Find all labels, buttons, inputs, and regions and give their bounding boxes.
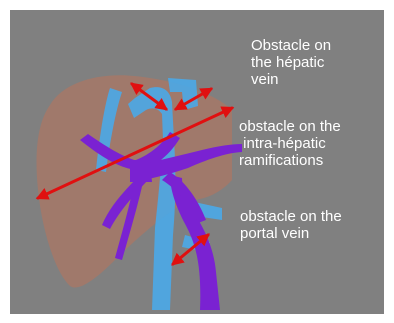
label-hepatic-line-2: the hépatic xyxy=(251,54,331,71)
label-hepatic-line-3: vein xyxy=(251,71,331,88)
label-hepatic-line-1: Obstacle on xyxy=(251,37,331,54)
label-hepatic-vein: Obstacle on the hépatic vein xyxy=(251,37,331,88)
label-intra-line-2: intra-hépatic xyxy=(239,135,341,152)
liver-diagram-panel: Obstacle on the hépatic vein obstacle on… xyxy=(10,10,384,314)
label-portal-line-1: obstacle on the xyxy=(240,208,342,225)
label-portal-vein: obstacle on the portal vein xyxy=(240,208,342,242)
label-portal-line-2: portal vein xyxy=(240,225,342,242)
label-intra-hepatic: obstacle on the intra-hépatic ramificati… xyxy=(239,118,341,169)
label-intra-line-3: ramifications xyxy=(239,152,341,169)
label-intra-line-1: obstacle on the xyxy=(239,118,341,135)
